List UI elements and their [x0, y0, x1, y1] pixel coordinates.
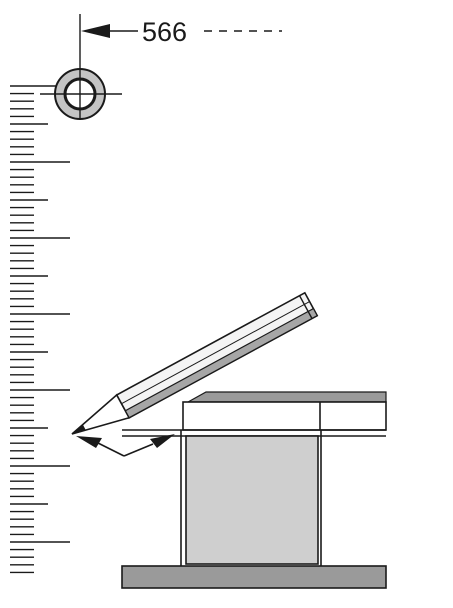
countertop-top	[185, 391, 387, 403]
dimension-value: 566	[142, 17, 187, 47]
floor-plinth	[121, 565, 387, 589]
cabinet-panel	[185, 435, 319, 565]
base-cabinet-icon	[121, 391, 387, 589]
crosshair-circle-icon	[40, 68, 122, 120]
dimension-annotation: 566	[79, 14, 282, 120]
dimension-arrow-head	[81, 24, 110, 38]
tape-measure-icon	[10, 85, 70, 574]
countertop-front	[182, 401, 387, 431]
pencil-icon	[71, 291, 319, 435]
distance-arrows	[76, 434, 175, 457]
